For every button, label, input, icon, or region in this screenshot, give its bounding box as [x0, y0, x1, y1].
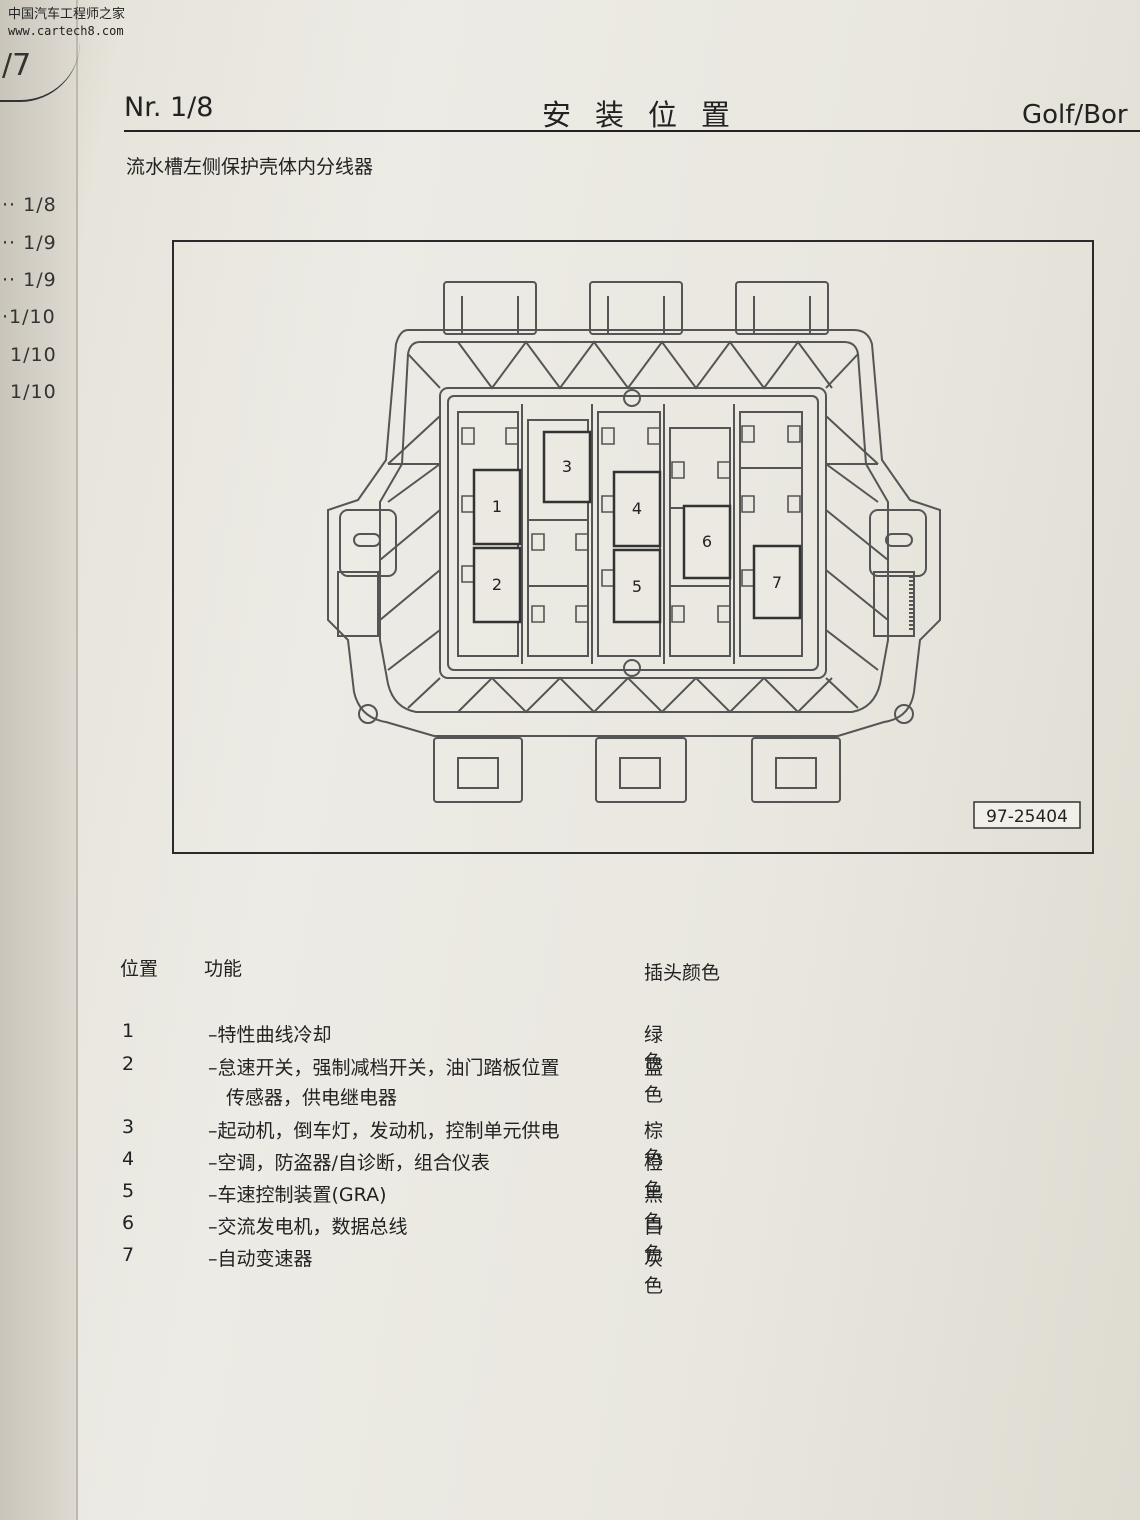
row-plug-color: 棕色: [644, 1120, 664, 1169]
position-label-4: 4: [632, 499, 642, 518]
page-number: Nr. 1/8: [124, 92, 214, 123]
column-header-color: 插头颜色: [644, 962, 721, 984]
connector-position-4: [612, 470, 662, 548]
toc-entry: 1/10: [10, 381, 57, 403]
connector-position-3: [542, 430, 592, 504]
page-title: 安装位置: [542, 98, 755, 132]
row-function: –交流发电机，数据总线: [208, 1216, 408, 1238]
row-plug-color: 蓝色: [644, 1057, 664, 1106]
figure-code-box: [973, 801, 1081, 829]
toc-entry: ·1/10: [2, 306, 56, 328]
row-function: –特性曲线冷却: [208, 1024, 332, 1046]
row-position: 4: [122, 1148, 135, 1170]
row-function: –车速控制装置(GRA): [208, 1184, 387, 1206]
connector-positions: [472, 430, 802, 624]
toc-entry: ·· 1/8: [2, 194, 57, 216]
toc-entry: ·· 1/9: [2, 269, 57, 291]
row-function: –起动机，倒车灯，发动机，控制单元供电: [208, 1120, 560, 1142]
position-label-3: 3: [562, 457, 572, 476]
position-label-1: 1: [492, 497, 502, 516]
watermark-site-name: 中国汽车工程师之家: [8, 7, 126, 22]
position-label-7: 7: [772, 573, 782, 592]
watermark: 中国汽车工程师之家 www.cartech8.com: [8, 6, 125, 40]
previous-page-number: /7: [2, 48, 32, 83]
row-position: 6: [122, 1212, 135, 1234]
fuse-box-diagram: 1 2 3 4 5 6 7 97-25404: [172, 240, 1094, 854]
row-function-continued: 传感器，供电继电器: [226, 1087, 398, 1109]
housing-outline: [327, 281, 941, 803]
figure-frame: [172, 240, 1094, 854]
previous-page-edge: /7 ·· 1/8 ·· 1/9 ·· 1/9 ·1/10 1/10 1/10: [0, 0, 80, 1520]
row-position: 2: [122, 1053, 135, 1075]
row-plug-color: 白色: [644, 1216, 664, 1265]
row-function: –怠速开关，强制减档开关，油门踏板位置: [208, 1057, 560, 1079]
row-function: –自动变速器: [208, 1248, 313, 1270]
section-subtitle: 流水槽左侧保护壳体内分线器: [126, 156, 374, 178]
row-position: 1: [122, 1020, 135, 1042]
row-function: –空调，防盗器/自诊断，组合仪表: [208, 1152, 490, 1174]
row-plug-color: 灰色: [644, 1248, 664, 1297]
position-label-6: 6: [702, 532, 712, 551]
page-header: Nr. 1/8 安装位置 Golf/Bor: [124, 92, 1140, 132]
connector-position-6: [682, 504, 732, 580]
row-position: 5: [122, 1180, 135, 1202]
connector-position-1: [472, 468, 522, 546]
figure-code: 97-25404: [986, 807, 1068, 827]
column-header-position: 位置: [120, 958, 159, 980]
toc-entry: 1/10: [10, 344, 57, 366]
watermark-url: www.cartech8.com: [8, 24, 124, 38]
column-header-function: 功能: [204, 958, 243, 980]
vehicle-model: Golf/Bor: [1022, 100, 1128, 130]
row-plug-color: 橙色: [644, 1152, 664, 1201]
position-label-2: 2: [492, 575, 502, 594]
row-plug-color: 绿色: [644, 1024, 664, 1073]
position-label-5: 5: [632, 577, 642, 596]
row-position: 3: [122, 1116, 135, 1138]
row-plug-color: 黑色: [644, 1184, 664, 1233]
toc-entry: ·· 1/9: [2, 232, 57, 254]
connector-position-2: [472, 546, 522, 624]
connector-position-5: [612, 548, 662, 624]
row-position: 7: [122, 1244, 135, 1266]
connector-position-7: [752, 544, 802, 620]
